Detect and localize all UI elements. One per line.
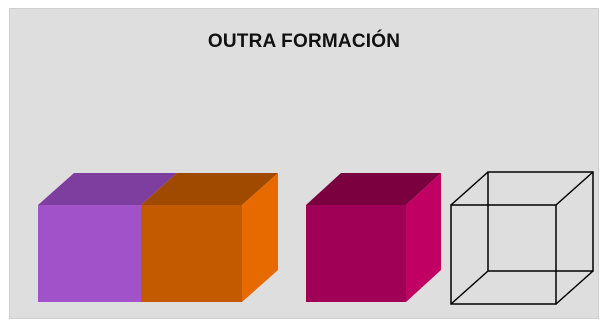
crimson-cube: [306, 173, 441, 302]
crimson-cube-front: [306, 205, 406, 302]
wireframe-cube: [450, 171, 594, 305]
crimson-cube-side: [406, 173, 441, 302]
purple-cube-top: [38, 173, 177, 205]
orange-cube-front: [141, 205, 242, 302]
purple-cube-front: [38, 205, 141, 302]
orange-cube-top: [141, 173, 278, 205]
cubes-drawing: [38, 171, 594, 305]
purple-cube: [38, 173, 177, 302]
slide-title: OUTRA FORMACIÓN: [207, 31, 401, 52]
orange-cube-side: [242, 173, 278, 302]
crimson-cube-top: [306, 173, 441, 205]
slide-canvas: OUTRA FORMACIÓN: [10, 9, 598, 318]
orange-cube: [141, 173, 278, 302]
